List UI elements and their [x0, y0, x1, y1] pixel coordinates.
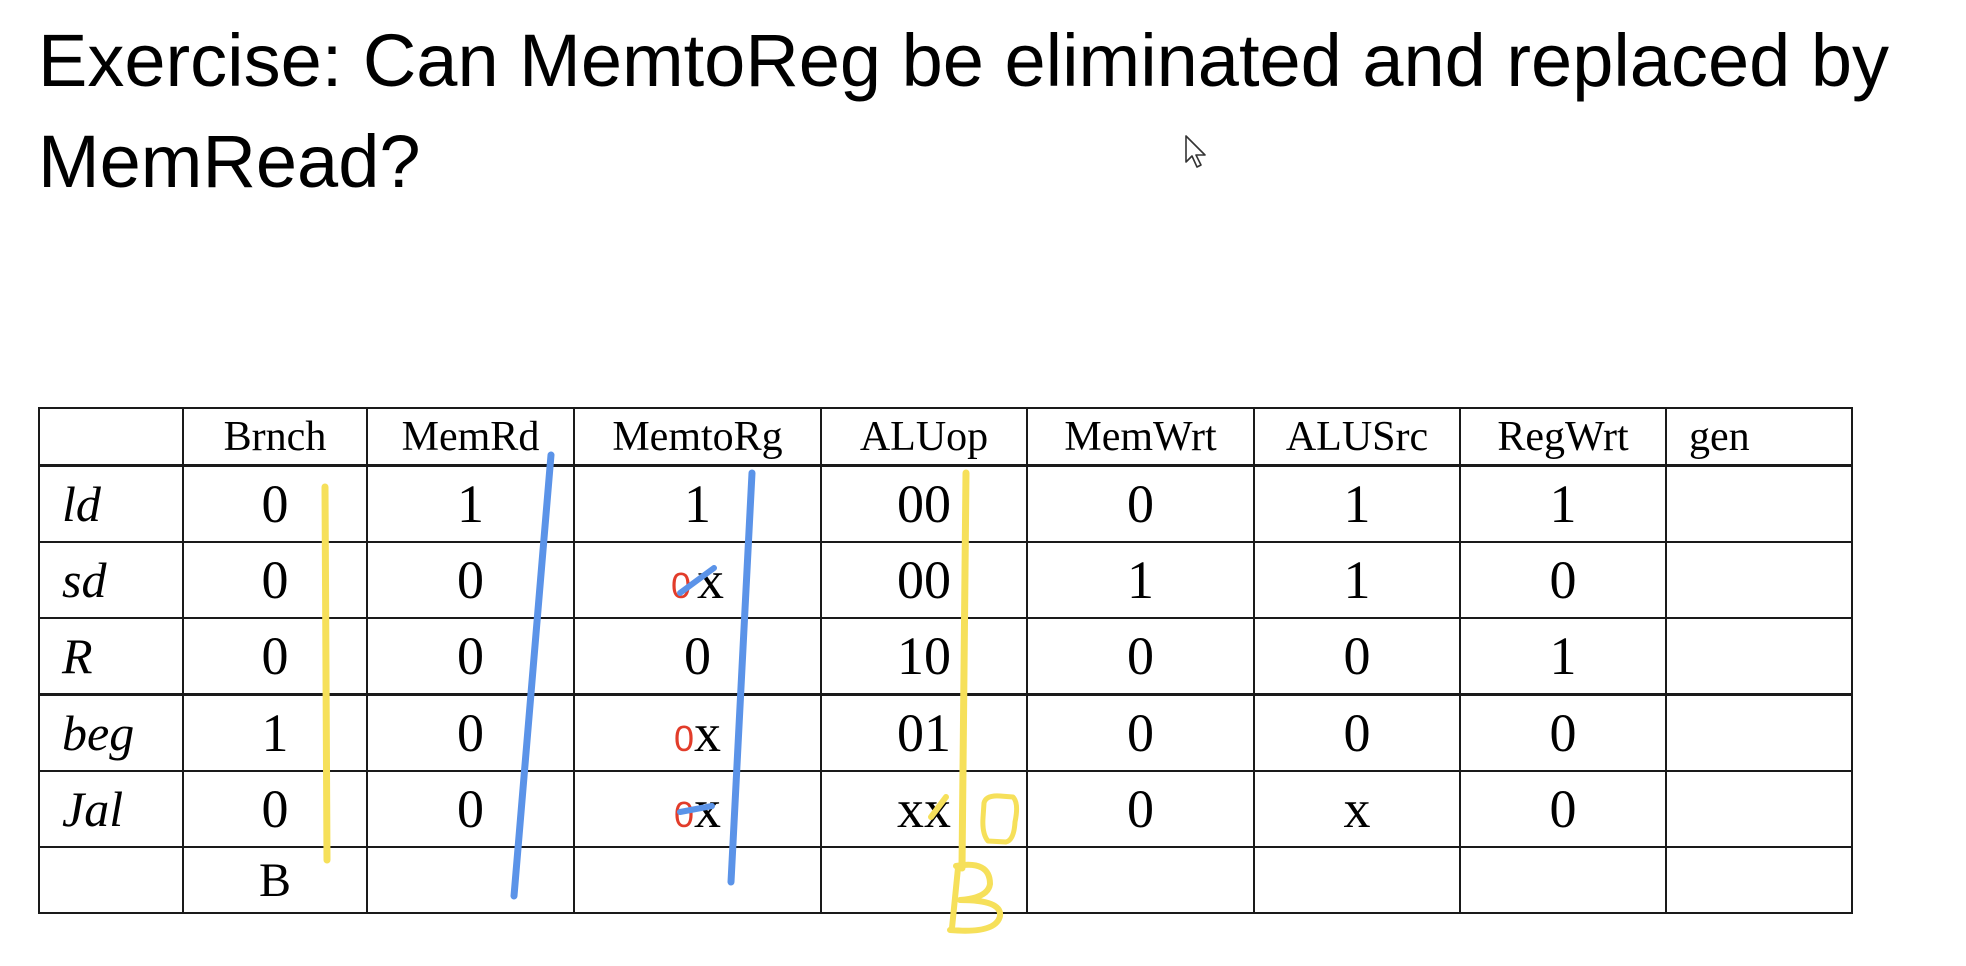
- memwrt-cell: 1: [1026, 541, 1255, 619]
- memwrt-cell: 0: [1026, 464, 1255, 543]
- footer-cell-empty: [820, 846, 1028, 914]
- footer-cell-empty: [573, 846, 822, 914]
- memtorg-value: x: [694, 779, 722, 839]
- memrd-cell: 0: [366, 770, 575, 848]
- alusrc-cell: x: [1253, 770, 1461, 848]
- alusrc-cell: 1: [1253, 541, 1461, 619]
- brnch-cell: 0: [182, 464, 368, 543]
- slide-title-line-2: MemRead?: [38, 120, 421, 203]
- aluop-cell: 10: [820, 617, 1028, 696]
- footer-cell-empty: [1026, 846, 1255, 914]
- memrd-cell: 0: [366, 693, 575, 772]
- table-row-r: R 0 0 0 10 0 0 1: [38, 617, 1853, 696]
- header-cell-corner: [38, 407, 184, 467]
- regwrt-cell: 0: [1459, 693, 1667, 772]
- instruction-cell: sd: [38, 541, 184, 619]
- table-footer-row: B: [38, 846, 1853, 914]
- alusrc-cell: 0: [1253, 693, 1461, 772]
- alusrc-cell: 1: [1253, 464, 1461, 543]
- memwrt-cell: 0: [1026, 693, 1255, 772]
- footer-cell-empty: [1665, 846, 1853, 914]
- memtorg-value: x: [694, 703, 722, 763]
- memtorg-cell: 0: [573, 617, 822, 696]
- slide-title-line-1: Exercise: Can MemtoReg be eliminated and…: [38, 19, 1889, 102]
- memrd-cell: 0: [366, 617, 575, 696]
- gen-cell: [1665, 617, 1853, 696]
- header-cell-brnch: Brnch: [182, 407, 368, 467]
- memtorg-value: 1: [684, 474, 711, 534]
- gen-cell: [1665, 541, 1853, 619]
- header-cell-gen: gen: [1665, 407, 1853, 467]
- header-cell-memwrt: MemWrt: [1026, 407, 1255, 467]
- handwritten-zero-note: 0: [673, 718, 695, 759]
- memtorg-cell: 0x: [573, 693, 822, 772]
- footer-cell-empty: [1459, 846, 1667, 914]
- table-row-beg: beg 1 0 0x 01 0 0 0: [38, 693, 1853, 772]
- handwritten-zero-note: 0: [670, 565, 692, 606]
- gen-cell: [1665, 770, 1853, 848]
- memwrt-cell: 0: [1026, 617, 1255, 696]
- table-row-ld: ld 0 1 1 00 0 1 1: [38, 464, 1853, 543]
- gen-cell: [1665, 464, 1853, 543]
- header-cell-aluop: ALUop: [820, 407, 1028, 467]
- alusrc-cell: 0: [1253, 617, 1461, 696]
- footer-cell-brnch: B: [182, 846, 368, 914]
- header-cell-regwrt: RegWrt: [1459, 407, 1667, 467]
- brnch-cell: 0: [182, 541, 368, 619]
- regwrt-cell: 1: [1459, 617, 1667, 696]
- instruction-cell: ld: [38, 464, 184, 543]
- table-row-jal: Jal 0 0 0x xx 0 x 0: [38, 770, 1853, 848]
- mouse-pointer-icon: [1185, 135, 1206, 168]
- gen-cell: [1665, 693, 1853, 772]
- aluop-cell: 00: [820, 541, 1028, 619]
- slide-title: Exercise: Can MemtoReg be eliminated and…: [38, 10, 1938, 212]
- aluop-cell: xx: [820, 770, 1028, 848]
- brnch-cell: 0: [182, 770, 368, 848]
- footer-cell-empty: [1253, 846, 1461, 914]
- brnch-cell: 1: [182, 693, 368, 772]
- regwrt-cell: 0: [1459, 541, 1667, 619]
- aluop-cell: 01: [820, 693, 1028, 772]
- instruction-cell: beg: [38, 693, 184, 772]
- control-signal-table: Brnch MemRd MemtoRg ALUop MemWrt ALUSrc …: [38, 407, 1853, 914]
- aluop-cell: 00: [820, 464, 1028, 543]
- brnch-cell: 0: [182, 617, 368, 696]
- footer-cell-empty: [366, 846, 575, 914]
- regwrt-cell: 0: [1459, 770, 1667, 848]
- memtorg-cell: 1: [573, 464, 822, 543]
- memrd-cell: 0: [366, 541, 575, 619]
- instruction-cell: Jal: [38, 770, 184, 848]
- memtorg-value: x: [697, 550, 725, 610]
- instruction-cell: R: [38, 617, 184, 696]
- table-header-row: Brnch MemRd MemtoRg ALUop MemWrt ALUSrc …: [38, 407, 1853, 467]
- header-cell-memrd: MemRd: [366, 407, 575, 467]
- regwrt-cell: 1: [1459, 464, 1667, 543]
- header-cell-memtorg: MemtoRg: [573, 407, 822, 467]
- footer-cell-empty: [38, 846, 184, 914]
- handwritten-zero-note: 0: [673, 794, 695, 835]
- memtorg-value: 0: [684, 626, 711, 686]
- memtorg-cell: 0x: [573, 770, 822, 848]
- header-cell-alusrc: ALUSrc: [1253, 407, 1461, 467]
- memrd-cell: 1: [366, 464, 575, 543]
- memwrt-cell: 0: [1026, 770, 1255, 848]
